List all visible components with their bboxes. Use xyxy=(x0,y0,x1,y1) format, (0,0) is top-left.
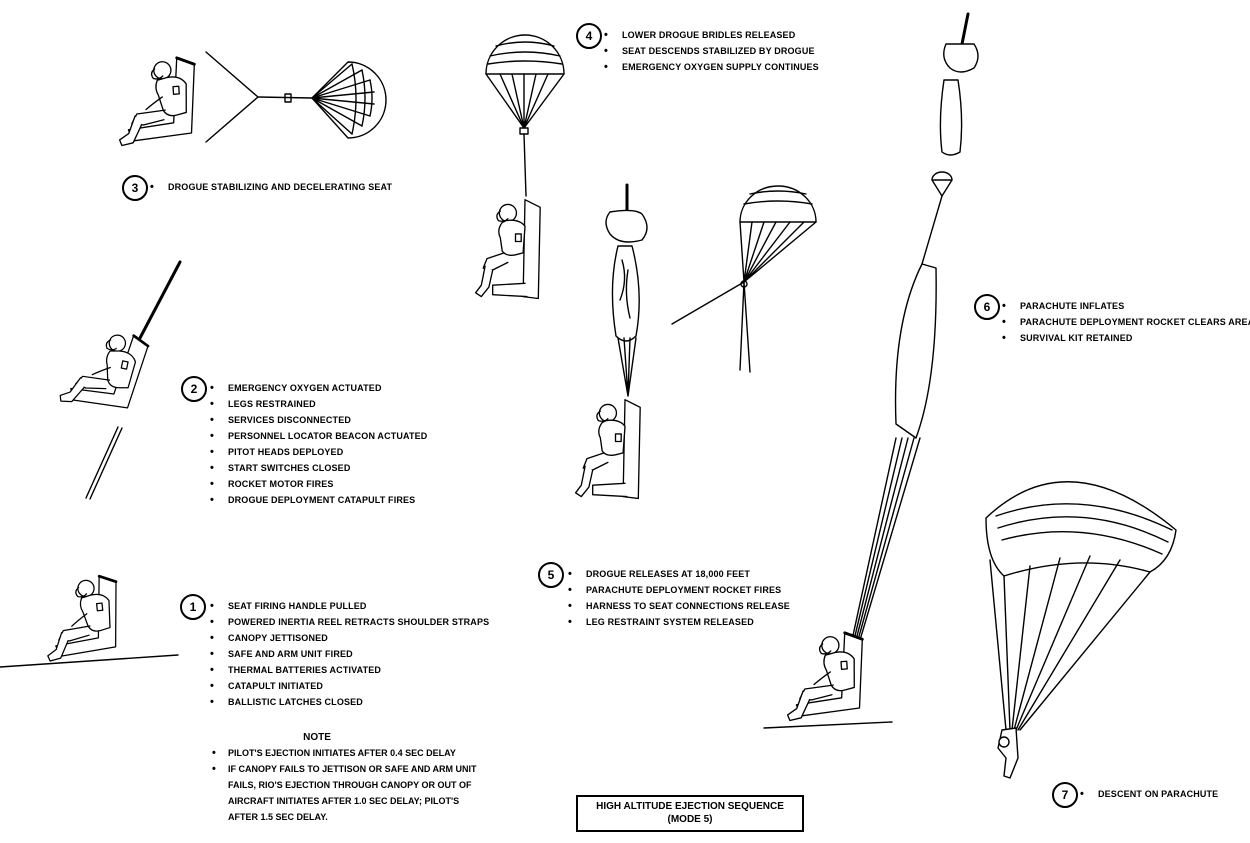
step-item: BALLISTIC LATCHES CLOSED xyxy=(210,694,489,710)
step-item: PITOT HEADS DEPLOYED xyxy=(210,444,427,460)
step-item: SAFE AND ARM UNIT FIRED xyxy=(210,646,489,662)
step-number-badge: 2 xyxy=(181,376,207,402)
step-item: PARACHUTE DEPLOYMENT ROCKET CLEARS AREA xyxy=(1002,314,1250,330)
step-item: START SWITCHES CLOSED xyxy=(210,460,427,476)
step-number-badge: 1 xyxy=(180,594,206,620)
step-item: PERSONNEL LOCATOR BEACON ACTUATED xyxy=(210,428,427,444)
step-number-badge: 4 xyxy=(576,23,602,49)
step-item: CATAPULT INITIATED xyxy=(210,678,489,694)
step4-figure xyxy=(474,34,565,300)
diagram-title: HIGH ALTITUDE EJECTION SEQUENCE xyxy=(596,801,784,812)
step-item: CANOPY JETTISONED xyxy=(210,630,489,646)
step-item: EMERGENCY OXYGEN SUPPLY CONTINUES xyxy=(604,59,819,75)
step-item: EMERGENCY OXYGEN ACTUATED xyxy=(210,380,427,396)
step-item: LEG RESTRAINT SYSTEM RELEASED xyxy=(568,614,790,630)
step-items: PARACHUTE INFLATES PARACHUTE DEPLOYMENT … xyxy=(1002,298,1250,346)
step-item: DESCENT ON PARACHUTE xyxy=(1080,786,1218,802)
step6-figure xyxy=(763,12,979,729)
step-items: DROGUE STABILIZING AND DECELERATING SEAT xyxy=(150,179,392,195)
step-items: SEAT FIRING HANDLE PULLED POWERED INERTI… xyxy=(210,598,489,710)
step-items: LOWER DROGUE BRIDLES RELEASED SEAT DESCE… xyxy=(604,27,819,75)
diagram-subtitle: (MODE 5) xyxy=(667,814,713,825)
note-item: IF CANOPY FAILS TO JETTISON OR SAFE AND … xyxy=(212,761,482,825)
step-item: SURVIVAL KIT RETAINED xyxy=(1002,330,1250,346)
step7-figure xyxy=(985,481,1177,779)
step-item: THERMAL BATTERIES ACTIVATED xyxy=(210,662,489,678)
note-items: PILOT'S EJECTION INITIATES AFTER 0.4 SEC… xyxy=(212,745,482,825)
step-item: LOWER DROGUE BRIDLES RELEASED xyxy=(604,27,819,43)
step-number-badge: 6 xyxy=(974,294,1000,320)
step-item: DROGUE STABILIZING AND DECELERATING SEAT xyxy=(150,179,392,195)
step-items: DROGUE RELEASES AT 18,000 FEET PARACHUTE… xyxy=(568,566,790,630)
step-items: EMERGENCY OXYGEN ACTUATED LEGS RESTRAINE… xyxy=(210,380,427,508)
step5-figure xyxy=(574,183,817,500)
step3-figure xyxy=(112,51,387,148)
step-item: DROGUE RELEASES AT 18,000 FEET xyxy=(568,566,790,582)
step-number-badge: 5 xyxy=(538,562,564,588)
step-number-badge: 7 xyxy=(1052,782,1078,808)
step-item: PARACHUTE DEPLOYMENT ROCKET FIRES xyxy=(568,582,790,598)
step-item: SEAT DESCENDS STABILIZED BY DROGUE xyxy=(604,43,819,59)
step-item: PARACHUTE INFLATES xyxy=(1002,298,1250,314)
step-items: DESCENT ON PARACHUTE xyxy=(1080,786,1218,802)
step-item: POWERED INERTIA REEL RETRACTS SHOULDER S… xyxy=(210,614,489,630)
step1-figure xyxy=(0,573,179,668)
step-item: LEGS RESTRAINED xyxy=(210,396,427,412)
step-item: HARNESS TO SEAT CONNECTIONS RELEASE xyxy=(568,598,790,614)
step-item: SEAT FIRING HANDLE PULLED xyxy=(210,598,489,614)
step-item: SERVICES DISCONNECTED xyxy=(210,412,427,428)
note-block: NOTE PILOT'S EJECTION INITIATES AFTER 0.… xyxy=(212,732,482,825)
note-title: NOTE xyxy=(303,732,331,743)
step-number-badge: 3 xyxy=(122,175,148,201)
step-item: ROCKET MOTOR FIRES xyxy=(210,476,427,492)
diagram-title-box: HIGH ALTITUDE EJECTION SEQUENCE (MODE 5) xyxy=(576,795,804,832)
step2-figure xyxy=(57,260,182,500)
note-item: PILOT'S EJECTION INITIATES AFTER 0.4 SEC… xyxy=(212,745,482,761)
step-item: DROGUE DEPLOYMENT CATAPULT FIRES xyxy=(210,492,427,508)
